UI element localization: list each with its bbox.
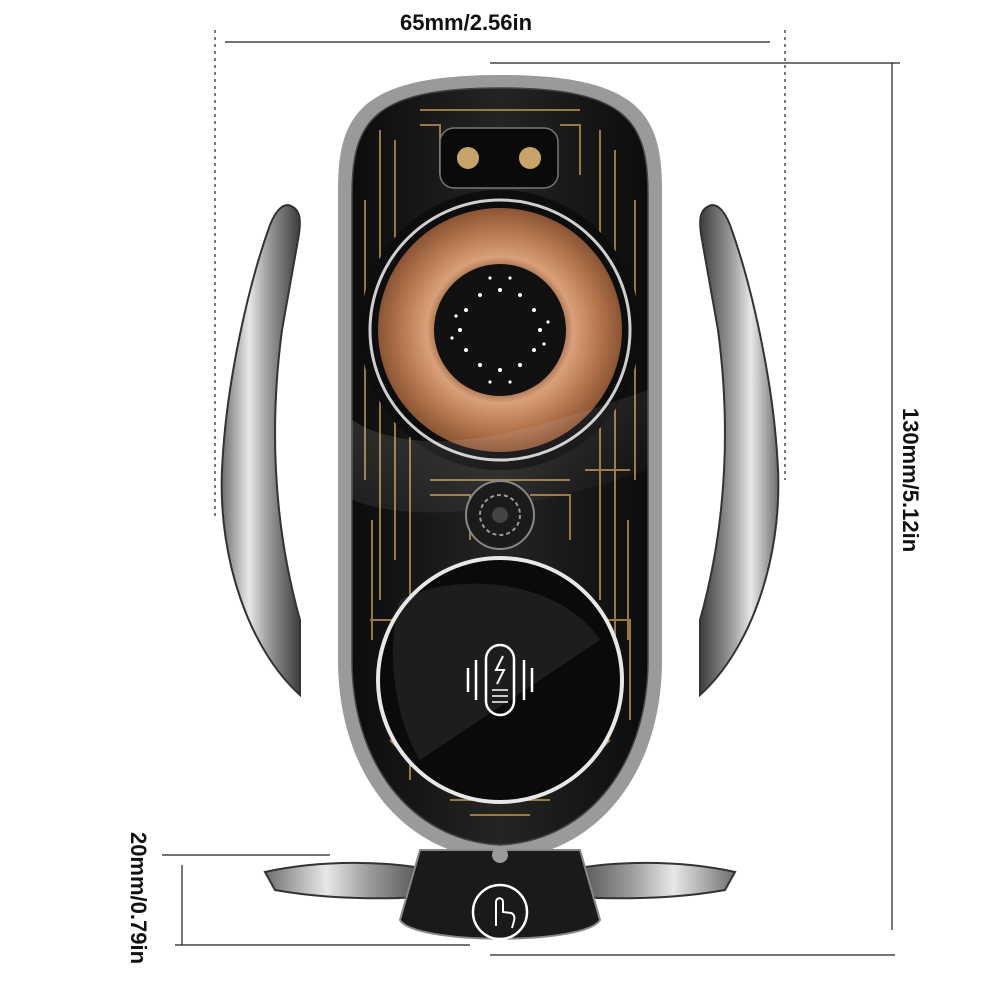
dimension-lines	[162, 30, 900, 956]
right-arm	[699, 203, 780, 698]
depth-dimension-label: 20mm/0.79in	[126, 831, 151, 965]
sensor-window	[439, 127, 559, 189]
width-dimension-label: 65mm/2.56in	[400, 10, 533, 35]
left-arm	[220, 203, 301, 698]
vent-clip	[263, 847, 737, 940]
wireless-charging-icon	[466, 643, 534, 717]
gear-icon	[465, 480, 535, 550]
touch-finger-icon	[471, 883, 529, 941]
height-dimension-label: 130mm/5.12in	[898, 407, 923, 553]
